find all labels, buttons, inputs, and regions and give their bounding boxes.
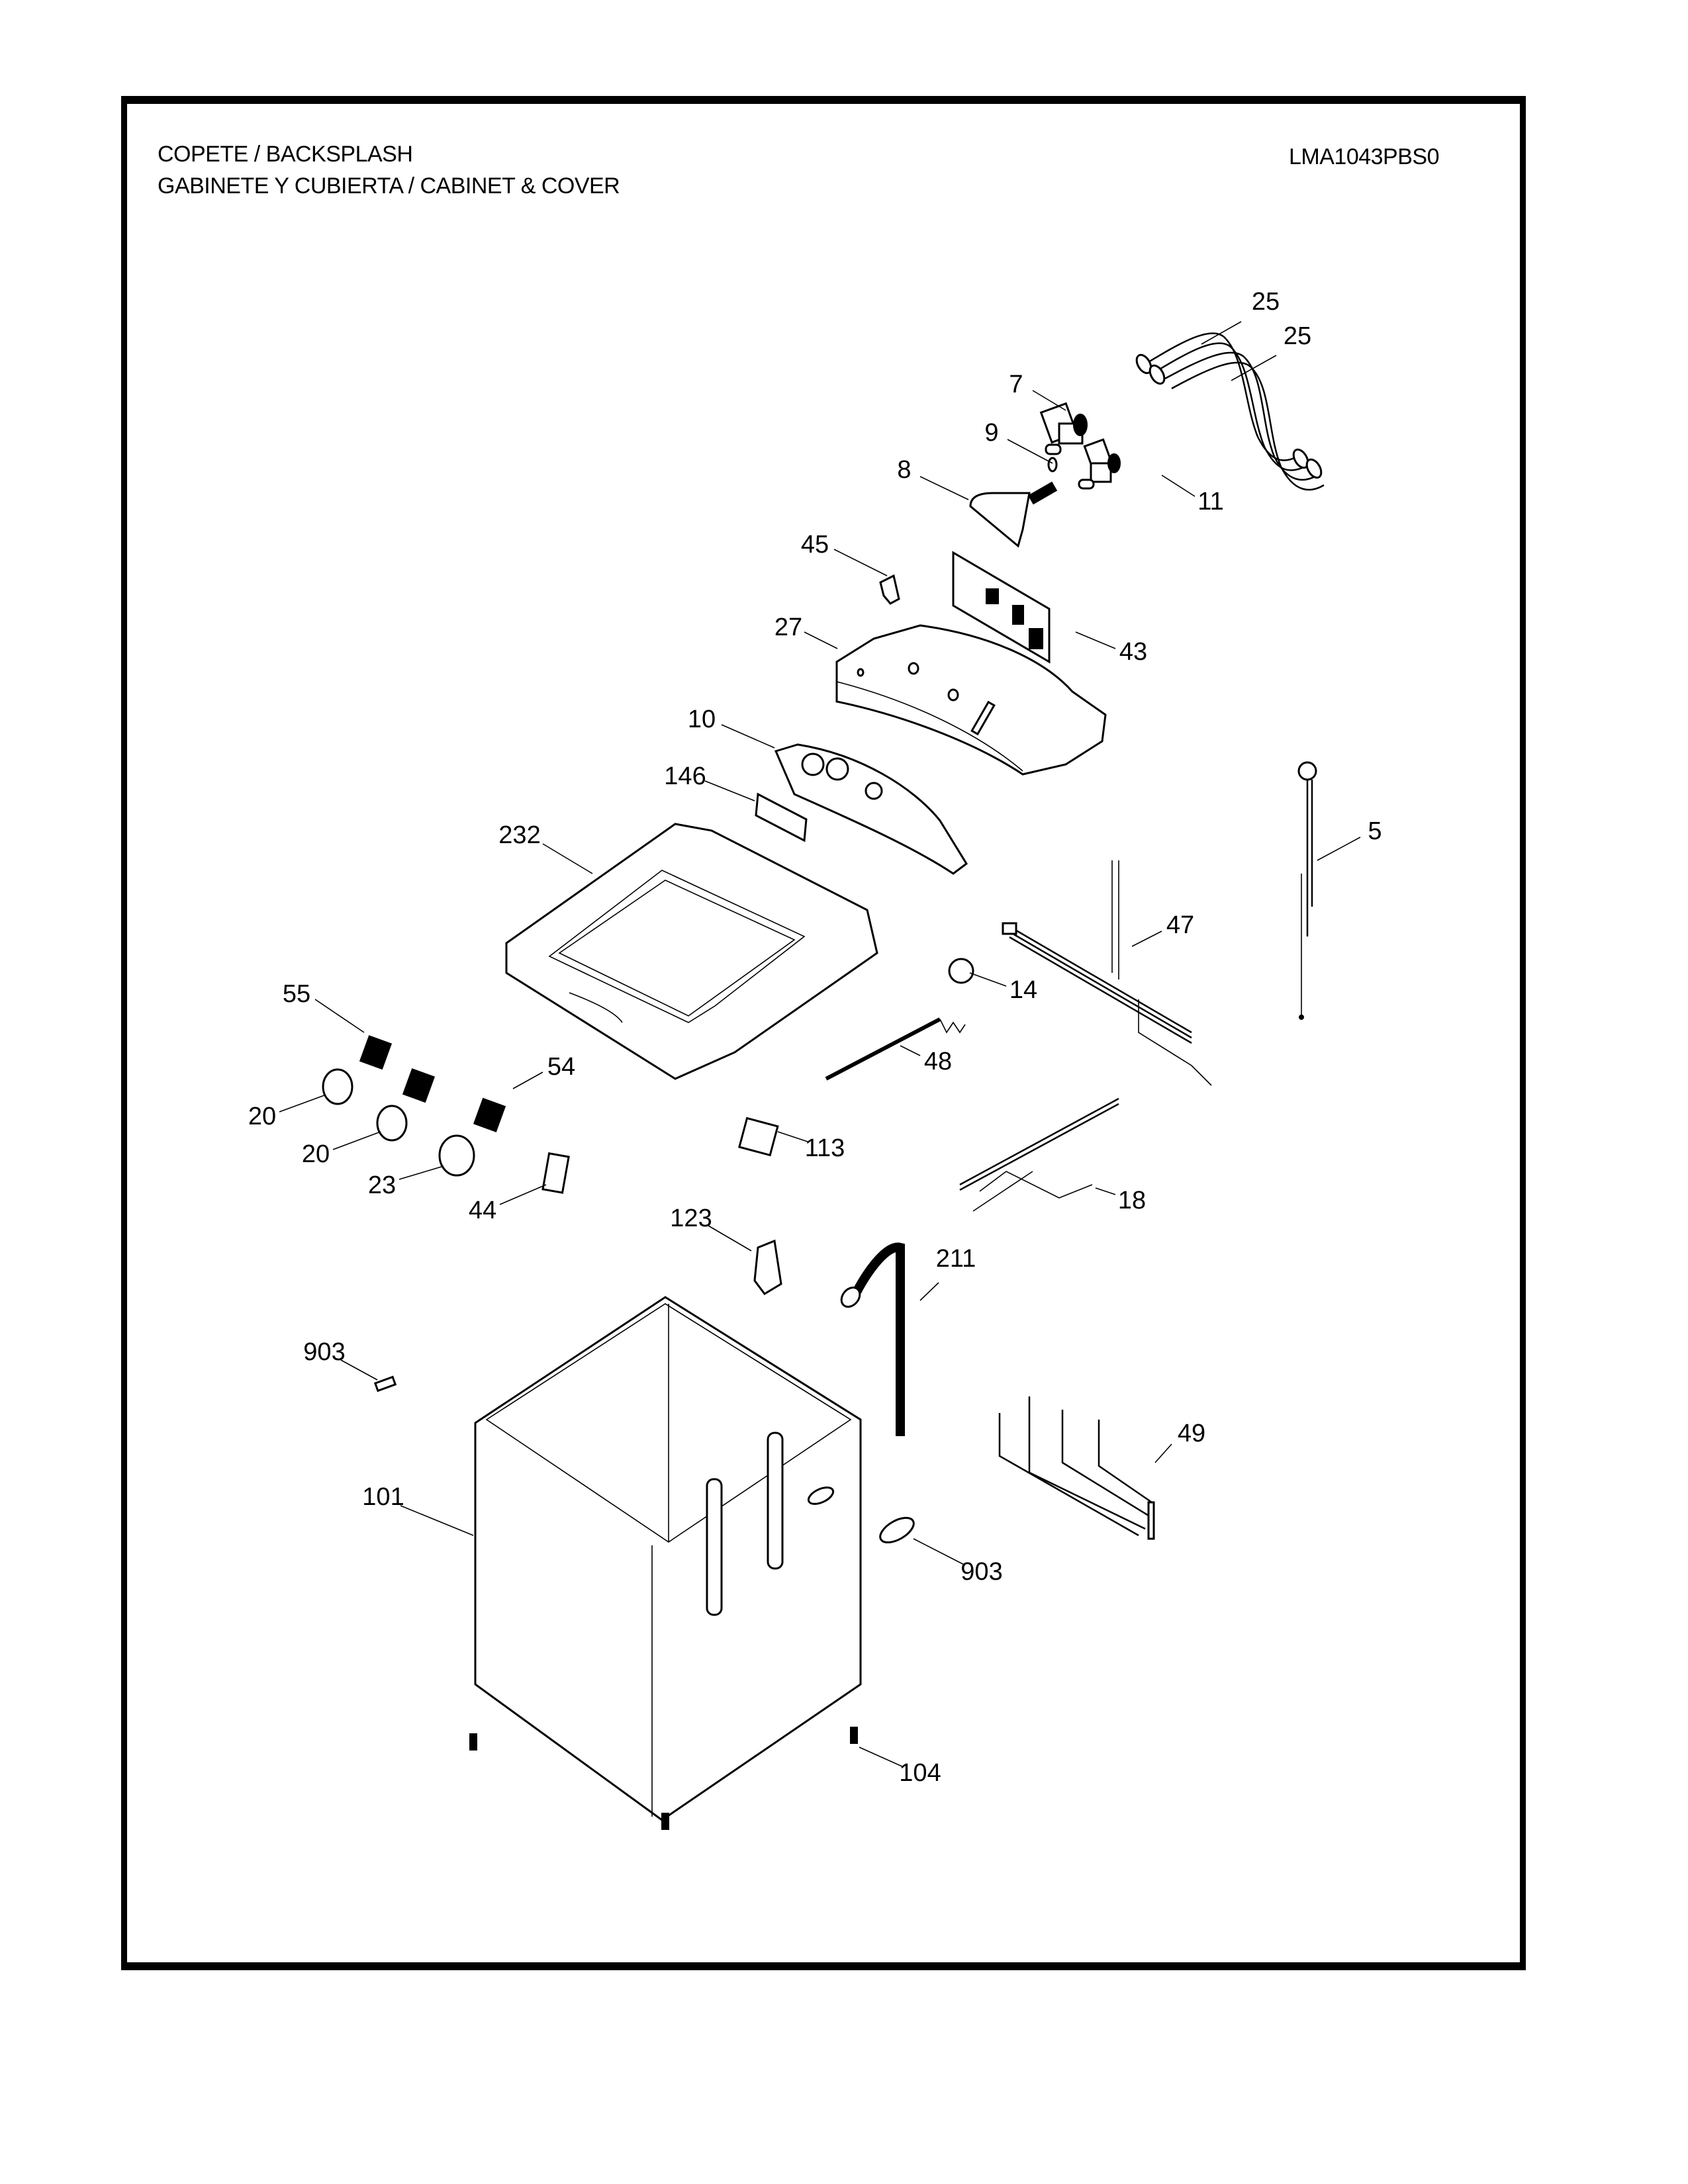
callout-7: 7 [1009, 371, 1023, 398]
backsplash-27-drawing [835, 624, 1107, 776]
callout-55: 55 [282, 980, 311, 1008]
callout-48: 48 [923, 1048, 953, 1075]
callout-18: 18 [1117, 1187, 1147, 1214]
callout-20: 20 [248, 1103, 277, 1130]
cabinet-101-drawing [474, 1296, 862, 1821]
panel-cover-146-drawing [755, 792, 808, 842]
section-title: COPETE / BACKSPLASH [158, 142, 413, 167]
callout-211: 211 [935, 1245, 976, 1273]
callout-leaders [279, 321, 1361, 1768]
callout-123: 123 [670, 1205, 712, 1232]
knob-20a-drawing [322, 1068, 353, 1105]
callout-54: 54 [547, 1053, 576, 1081]
callout-27: 27 [774, 614, 803, 641]
knob-23-drawing [438, 1134, 475, 1177]
control-board-43-drawing [952, 551, 1051, 664]
clip-903a-drawing [373, 1375, 397, 1392]
selector-switch-54-drawing [473, 1097, 506, 1132]
callout-104: 104 [899, 1759, 941, 1787]
callout-10: 10 [687, 705, 716, 733]
bracket-45-drawing [879, 574, 900, 605]
bracket-123-drawing [753, 1239, 782, 1295]
section-subtitle: GABINETE Y CUBIERTA / CABINET & COVER [158, 173, 620, 199]
selector-switch-55-drawing [359, 1035, 436, 1103]
callout-101: 101 [362, 1483, 404, 1511]
drain-hose-211-drawing [840, 1242, 905, 1436]
callout-45: 45 [800, 531, 829, 559]
power-cord-5-drawing [1297, 761, 1317, 1020]
lid-switch-113-drawing [738, 1116, 779, 1157]
page-border [121, 96, 1526, 1970]
callout-9: 9 [984, 419, 999, 447]
callout-232: 232 [498, 821, 541, 849]
harness-18-drawing [959, 1097, 1119, 1212]
callout-11: 11 [1197, 488, 1224, 516]
callout-25: 25 [1283, 322, 1312, 350]
model-number: LMA1043PBS0 [1289, 144, 1440, 169]
harness-49-drawing [998, 1396, 1155, 1540]
harness-47-drawing [1002, 860, 1212, 1086]
pressure-switch-14-drawing [948, 958, 974, 984]
callout-5: 5 [1368, 817, 1382, 845]
callout-44: 44 [468, 1197, 497, 1224]
water-valve-11-drawing [1078, 438, 1121, 490]
callout-8: 8 [897, 456, 912, 484]
funnel-8-drawing [969, 481, 1058, 548]
inlet-hoses-drawing [1135, 332, 1325, 491]
callout-903: 903 [961, 1558, 1003, 1586]
water-valve-7-drawing [1039, 402, 1088, 455]
callout-146: 146 [664, 762, 706, 790]
clamp-9-drawing [1047, 457, 1058, 473]
callout-113: 113 [804, 1134, 845, 1162]
top-cover-232-drawing [505, 823, 878, 1080]
callout-14: 14 [1009, 976, 1038, 1004]
callout-43: 43 [1119, 638, 1148, 666]
timer-switch-44-drawing [541, 1152, 570, 1194]
callout-25: 25 [1251, 288, 1280, 316]
callout-903: 903 [303, 1338, 346, 1366]
harness-48-drawing [825, 1017, 966, 1081]
leveling-feet-104-drawing [469, 1727, 858, 1830]
callout-20: 20 [301, 1140, 330, 1168]
callout-47: 47 [1166, 911, 1195, 939]
control-panel-overlay-10-drawing [774, 743, 968, 875]
callout-49: 49 [1177, 1420, 1206, 1447]
hose-guide-903b-drawing [879, 1516, 915, 1544]
callout-23: 23 [367, 1171, 397, 1199]
knob-20b-drawing [376, 1105, 408, 1142]
